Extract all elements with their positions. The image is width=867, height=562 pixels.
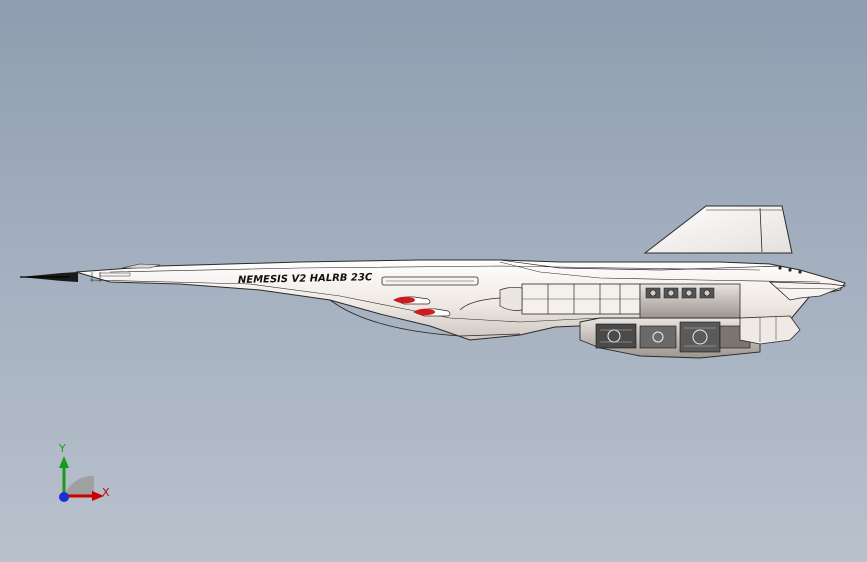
y-axis-arrow <box>59 456 69 468</box>
coordinate-triad[interactable]: Y X <box>48 440 118 510</box>
nose-probe <box>20 272 78 282</box>
y-axis-label: Y <box>59 442 66 455</box>
tail-fin <box>643 205 793 254</box>
triad-axes <box>59 456 104 502</box>
red-intake-markings <box>393 296 451 317</box>
x-axis-label: X <box>102 486 110 499</box>
x-axis-arrow <box>92 491 104 501</box>
structural-bays <box>499 283 641 315</box>
part-label: NEMESIS V2 HALRB 23C <box>238 272 373 286</box>
engine-assembly <box>579 266 847 359</box>
triad-plane <box>64 475 94 496</box>
z-axis-point <box>59 492 69 502</box>
